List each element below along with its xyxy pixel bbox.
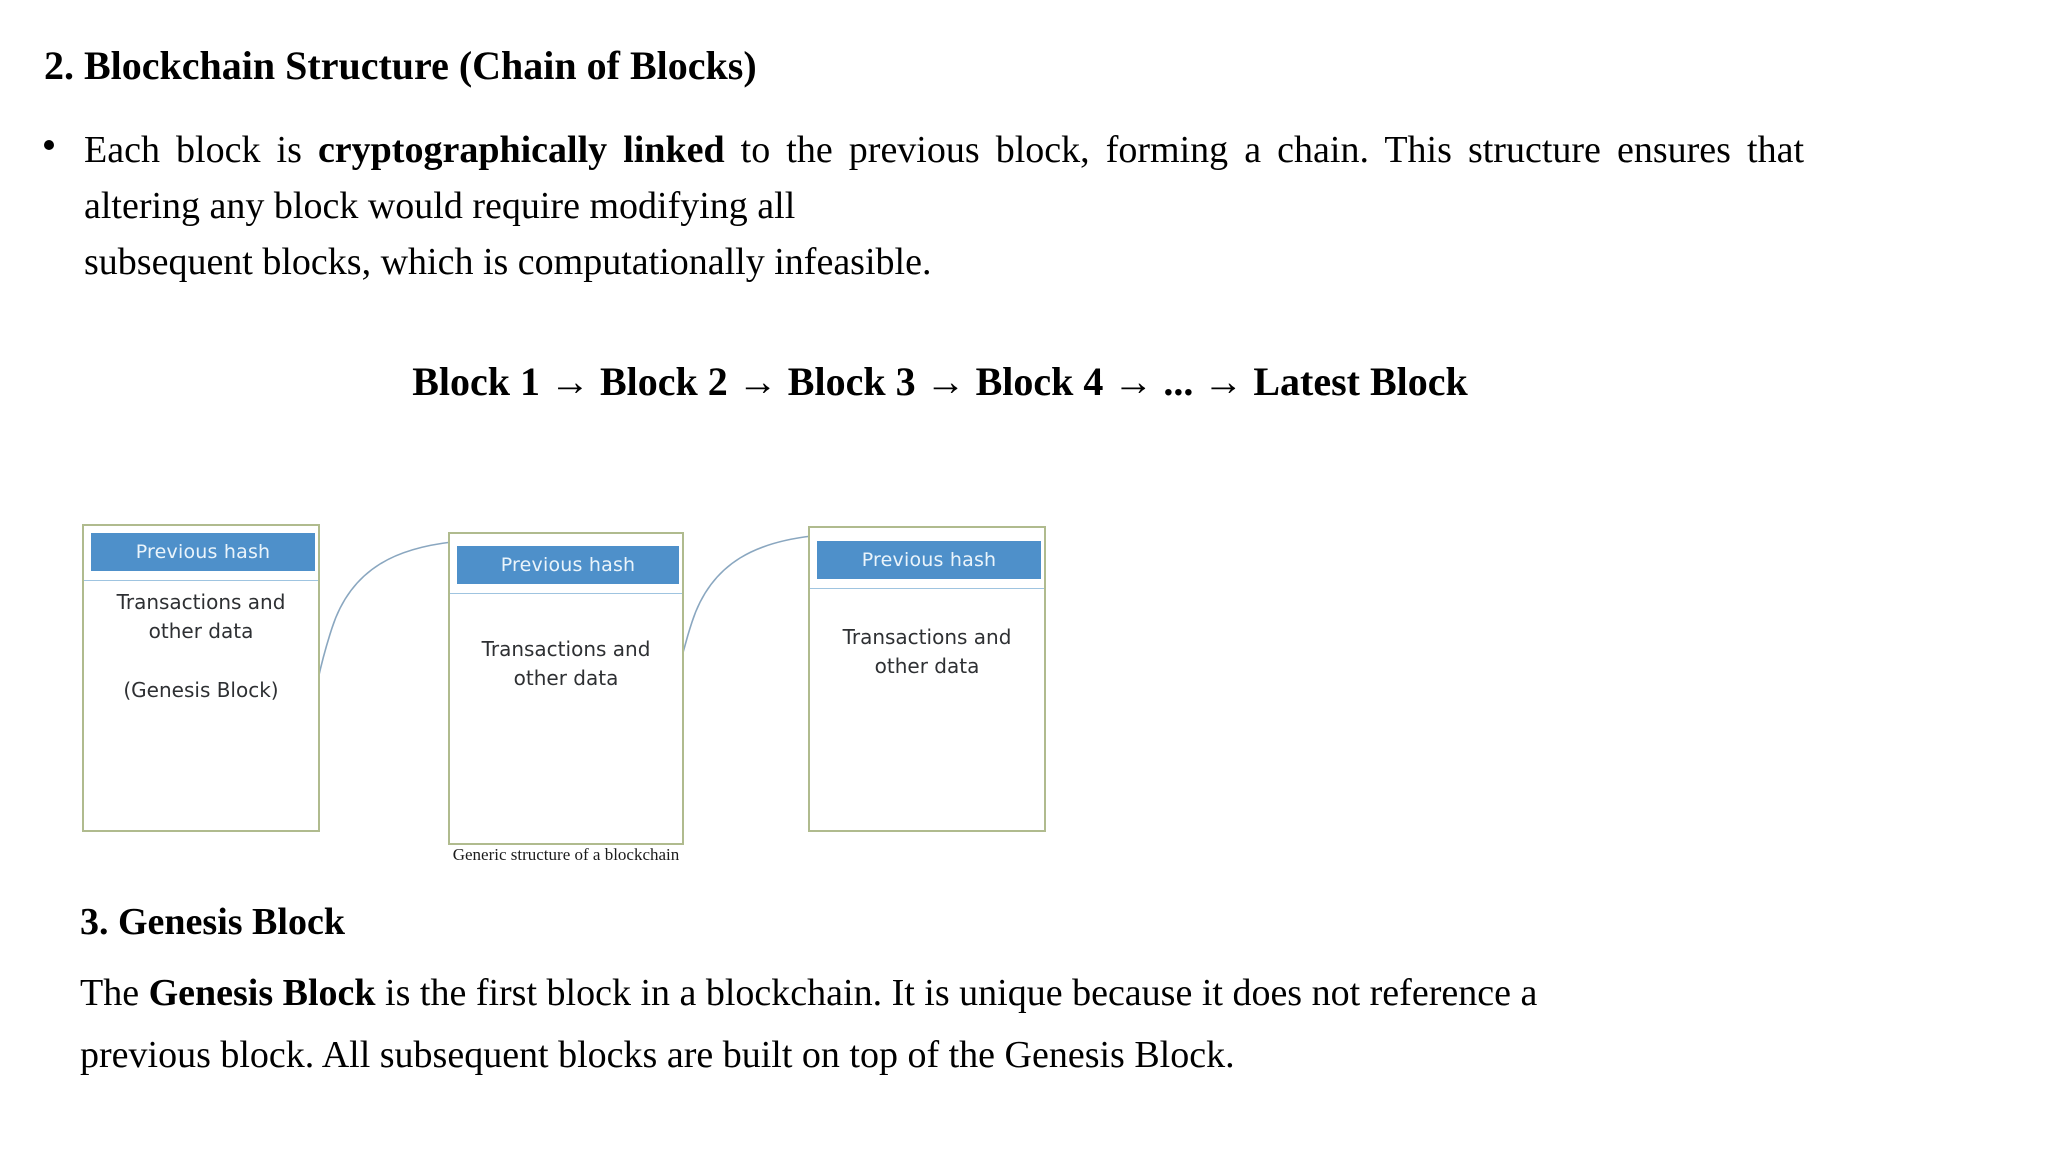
block-3-body-text: Transactions and other data [810, 623, 1044, 681]
diagram-caption: Generic structure of a blockchain [452, 845, 680, 864]
section-2-heading: 2. Blockchain Structure (Chain of Blocks… [44, 43, 757, 88]
block-1-previous-hash-header[interactable]: Previous hash [89, 531, 317, 573]
block-3-previous-hash-label: Previous hash [861, 549, 997, 571]
bullet-text-last-line: subsequent blocks, which is computationa… [84, 241, 932, 283]
section-3-paragraph: The Genesis Block is the first block in … [80, 962, 1600, 1086]
section-3-para-pre: The [80, 972, 149, 1014]
section-2-bullet-text: Each block is cryptographically linked t… [84, 122, 1804, 290]
bullet-text-post: to the previous block, forming a chain. … [84, 129, 1804, 227]
block-1-previous-hash-label: Previous hash [135, 541, 271, 563]
section-3-para-post: is the first block in a blockchain. It i… [80, 972, 1538, 1076]
bullet-text-pre: Each block is [84, 129, 318, 171]
block-3-body-line-2: other data [874, 654, 980, 678]
block-1-body-text: Transactions and other data [84, 588, 318, 646]
block-3-previous-hash-header[interactable]: Previous hash [815, 539, 1043, 581]
bullet-text-bold: cryptographically linked [317, 129, 725, 171]
block-3[interactable]: Previous hash Transactions and other dat… [808, 526, 1046, 832]
section-3-heading: 3. Genesis Block [80, 901, 345, 943]
block-1-genesis-label: (Genesis Block) [123, 678, 279, 702]
block-2-previous-hash-label: Previous hash [500, 554, 636, 576]
block-3-body-line-1: Transactions and [842, 625, 1012, 649]
arrow-block2-to-block1 [300, 541, 453, 755]
bullet-dot-icon [44, 140, 54, 150]
block-2-divider [450, 593, 682, 594]
block-1-divider [84, 580, 318, 581]
section-2-bullet-item: Each block is cryptographically linked t… [44, 122, 1804, 290]
block-2[interactable]: Previous hash Transactions and other dat… [448, 532, 684, 845]
block-3-divider [810, 588, 1044, 589]
block-1-genesis[interactable]: Previous hash Transactions and other dat… [82, 524, 320, 832]
arrow-block3-to-block2 [660, 535, 813, 749]
chain-formula: Block 1 → Block 2 → Block 3 → Block 4 → … [412, 359, 1468, 404]
block-2-body-line-2: other data [513, 666, 619, 690]
blockchain-diagram: Previous hash Transactions and other dat… [0, 500, 1200, 890]
block-1-body-line-1: Transactions and [116, 590, 286, 614]
block-2-body-text: Transactions and other data [450, 635, 682, 693]
block-1-body-line-2: other data [148, 619, 254, 643]
block-2-body-line-1: Transactions and [481, 637, 651, 661]
section-3-para-bold: Genesis Block [148, 972, 376, 1014]
block-2-previous-hash-header[interactable]: Previous hash [455, 544, 681, 586]
